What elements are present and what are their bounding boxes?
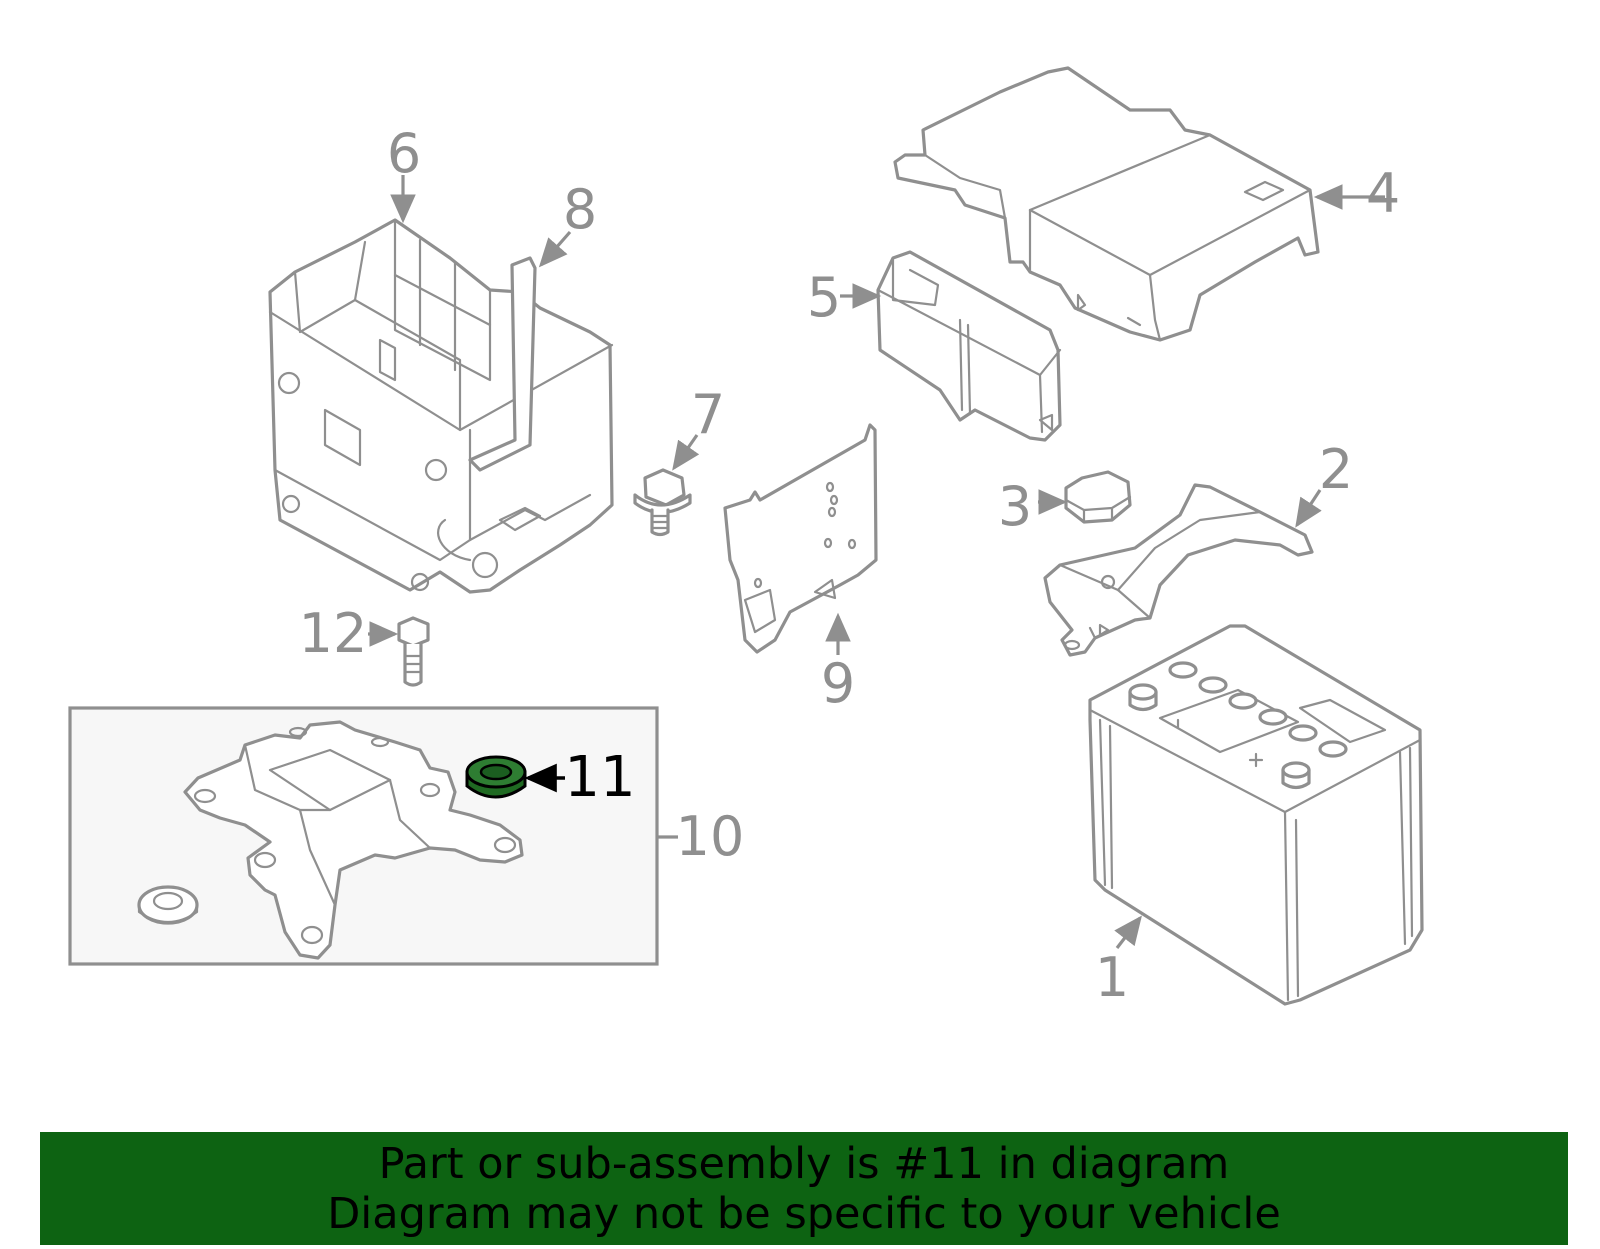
mount-bracket bbox=[183, 720, 524, 960]
sub-assembly-inset-part-10[interactable] bbox=[68, 706, 659, 966]
leader-lines bbox=[368, 175, 1385, 949]
callout-1: 1 bbox=[1095, 946, 1129, 1009]
callout-12: 12 bbox=[299, 602, 368, 665]
callout-3: 3 bbox=[998, 475, 1032, 538]
callout-7: 7 bbox=[691, 383, 725, 446]
battery-terminals bbox=[1128, 683, 1311, 790]
hold-down-bracket-part-2[interactable] bbox=[1043, 483, 1314, 657]
bolt-part-12[interactable] bbox=[397, 616, 430, 687]
washer-plain bbox=[137, 885, 199, 925]
callout-labels: 1 2 3 4 5 6 7 8 9 10 11 12 bbox=[299, 122, 1401, 1009]
battery-cover-part-4[interactable] bbox=[893, 66, 1320, 342]
callout-6: 6 bbox=[387, 122, 421, 185]
battery-part-1[interactable] bbox=[1088, 624, 1424, 1006]
banner-line-part-reference: Part or sub-assembly is #11 in diagram bbox=[378, 1138, 1230, 1189]
callout-8: 8 bbox=[563, 178, 597, 241]
washer-part-11-highlighted[interactable] bbox=[465, 755, 527, 799]
terminal-cover-part-5[interactable] bbox=[876, 250, 1062, 442]
callout-4: 4 bbox=[1366, 162, 1400, 225]
callout-2: 2 bbox=[1319, 438, 1353, 501]
battery-tray-part-6[interactable] bbox=[268, 218, 614, 594]
callout-11-highlighted: 11 bbox=[564, 745, 635, 810]
bolt-part-7[interactable] bbox=[633, 468, 692, 537]
nut-part-3[interactable] bbox=[1064, 470, 1132, 524]
bracket-plate-part-9[interactable] bbox=[723, 423, 878, 654]
callout-5: 5 bbox=[807, 266, 841, 329]
callout-9: 9 bbox=[821, 652, 855, 715]
banner-line-disclaimer: Diagram may not be specific to your vehi… bbox=[327, 1188, 1281, 1239]
callout-10: 10 bbox=[676, 805, 745, 868]
battery-vent-caps bbox=[1168, 661, 1348, 758]
info-banner: Part or sub-assembly is #11 in diagram D… bbox=[40, 1132, 1568, 1245]
